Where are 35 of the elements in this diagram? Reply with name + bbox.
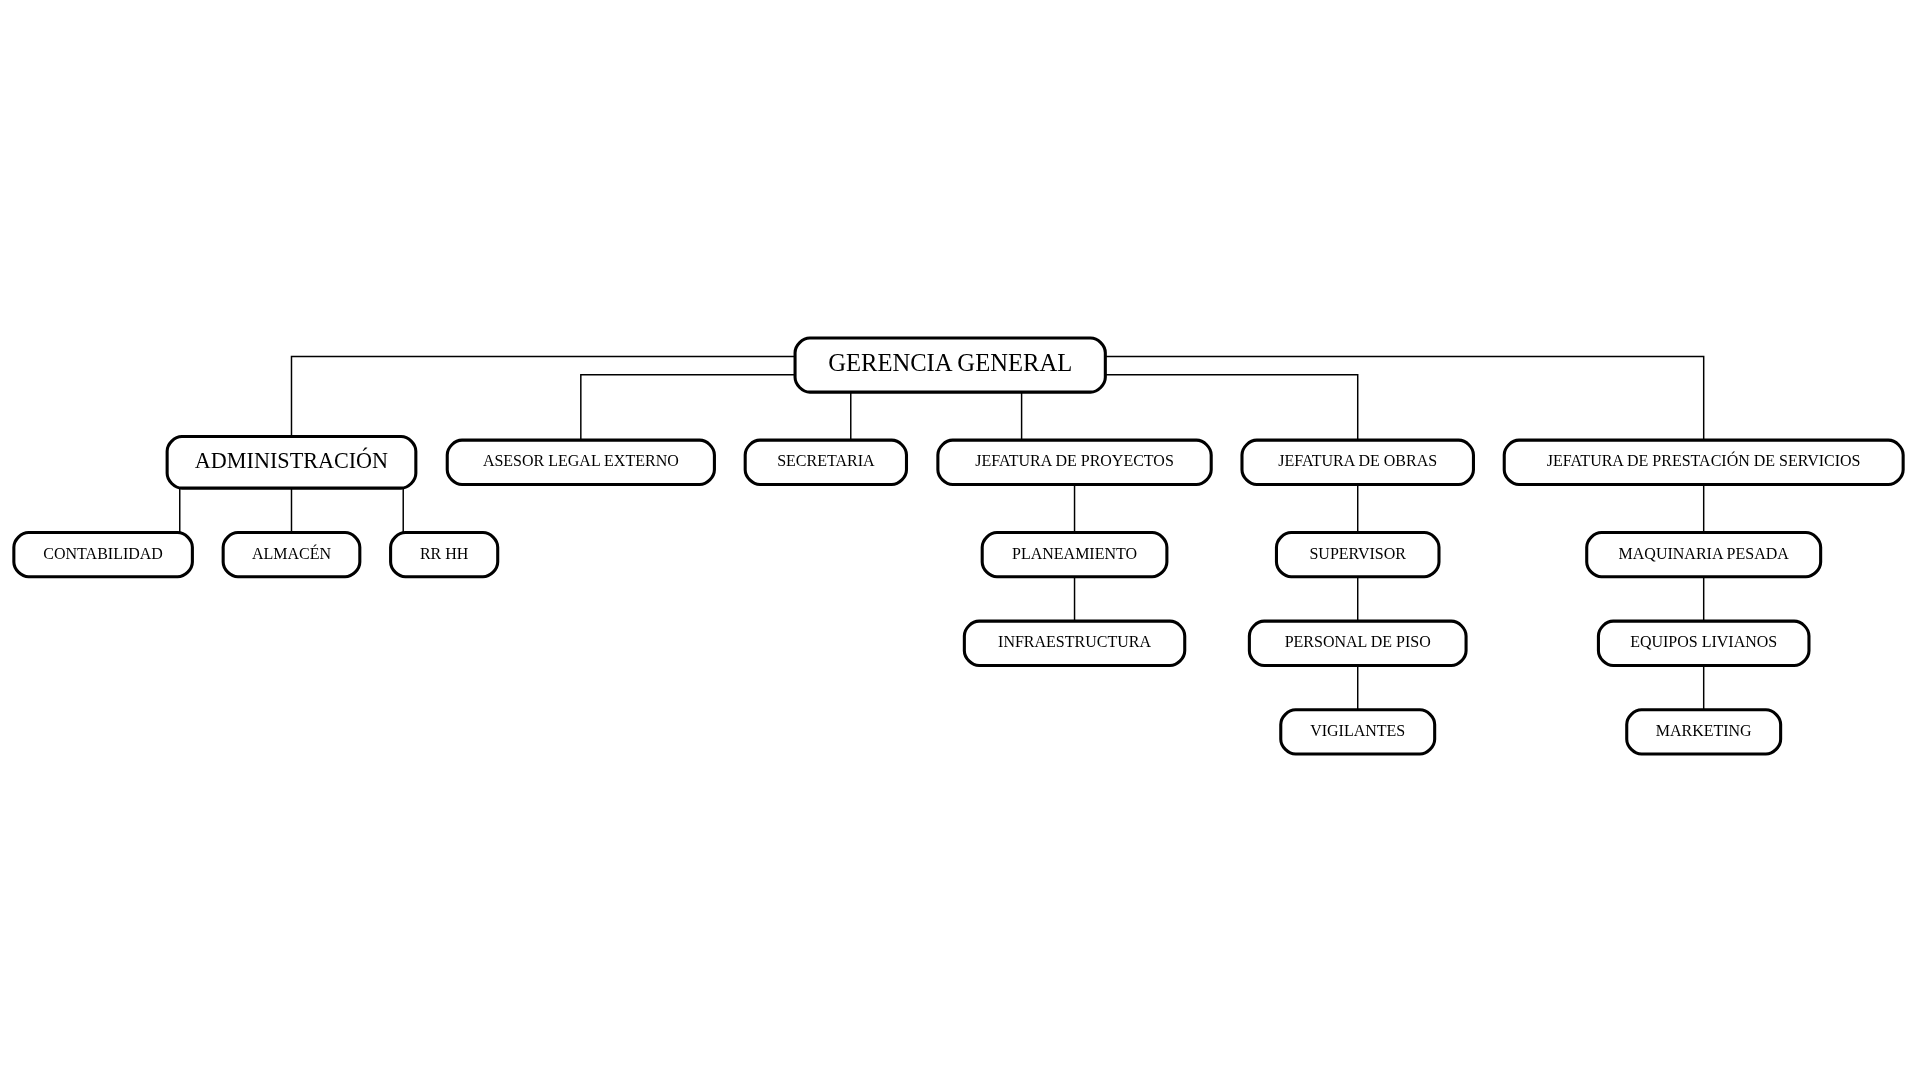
connector bbox=[1020, 391, 1023, 441]
connector bbox=[290, 487, 293, 534]
connector bbox=[1357, 576, 1359, 622]
node-box: VIGILANTES bbox=[1279, 708, 1437, 756]
node-box: JEFATURA DE PROYECTOS bbox=[936, 438, 1213, 486]
node-box: MAQUINARIA PESADA bbox=[1585, 530, 1823, 579]
node-box: RR HH bbox=[389, 530, 500, 579]
node-box: ASESOR LEGAL EXTERNO bbox=[445, 438, 716, 486]
node-box: ADMINISTRACIÓN bbox=[165, 434, 418, 490]
node-box: GERENCIA GENERAL bbox=[793, 336, 1107, 394]
node-box: CONTABILIDAD bbox=[12, 530, 194, 579]
node-box: ALMACÉN bbox=[221, 530, 362, 579]
node-box: JEFATURA DE OBRAS bbox=[1240, 438, 1475, 486]
connector bbox=[1104, 374, 1359, 441]
connector bbox=[179, 487, 181, 534]
connector bbox=[580, 374, 796, 441]
node-box: JEFATURA DE PRESTACIÓN DE SERVICIOS bbox=[1502, 438, 1905, 486]
connector bbox=[1073, 576, 1076, 622]
connector bbox=[1104, 355, 1705, 441]
connector bbox=[1702, 664, 1705, 710]
node-box: MARKETING bbox=[1625, 708, 1783, 756]
node-box: PERSONAL DE PISO bbox=[1247, 619, 1468, 667]
connector bbox=[1357, 664, 1359, 710]
connector bbox=[1702, 576, 1705, 622]
connector bbox=[850, 391, 852, 441]
node-box: SECRETARIA bbox=[743, 438, 908, 486]
connector bbox=[290, 355, 796, 437]
node-box: SUPERVISOR bbox=[1274, 530, 1441, 579]
node-box: PLANEAMIENTO bbox=[980, 530, 1169, 579]
node-box: EQUIPOS LIVIANOS bbox=[1596, 619, 1811, 667]
connector bbox=[402, 487, 404, 534]
node-box: INFRAESTRUCTURA bbox=[962, 619, 1187, 667]
connector bbox=[1073, 483, 1076, 533]
connector bbox=[1702, 483, 1705, 533]
connector bbox=[1357, 483, 1359, 533]
